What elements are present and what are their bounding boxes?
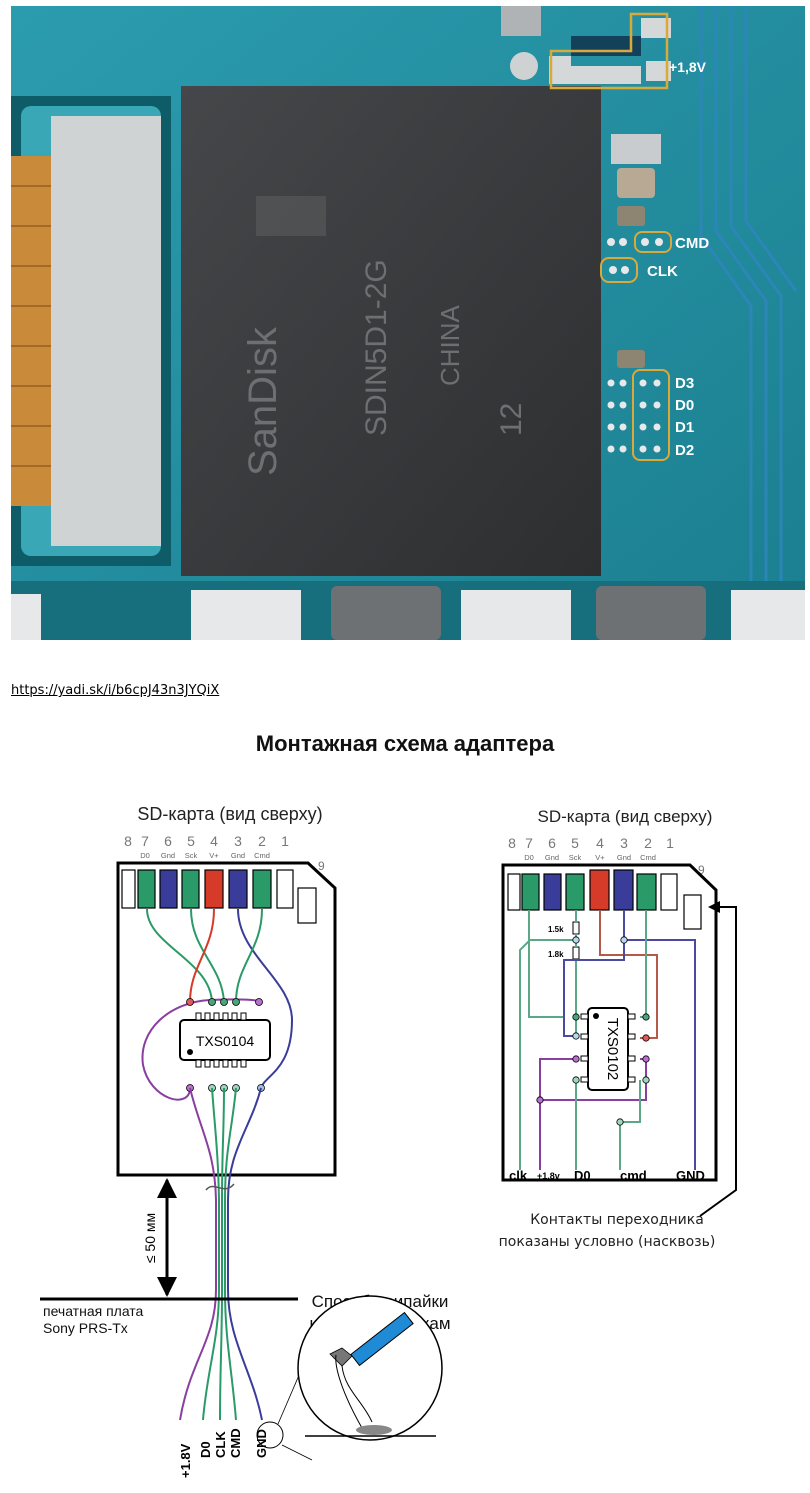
right-pin-name-sck: Sck [569, 853, 582, 862]
right-pin-name-d0: D0 [524, 853, 534, 862]
right-card-title: SD-карта (вид сверху) [538, 807, 713, 826]
solder-detail-magnifier [297, 1295, 443, 1441]
right-pin-num-1: 1 [666, 835, 674, 851]
left-pin-num-3: 3 [234, 833, 242, 849]
pad-label-d1: D1 [675, 419, 694, 436]
pad-label-cmd: CMD [675, 235, 709, 252]
right-pin-name-cmd: Cmd [640, 853, 656, 862]
wiring-diagrams: SD-карта (вид сверху) 8 7 6 5 4 3 2 1 D0… [0, 770, 810, 1489]
left-pin9: 9 [318, 859, 325, 873]
left-pin-name-cmd: Cmd [254, 851, 270, 860]
wire-label-cmd: CMD [228, 1428, 243, 1458]
page-title: Монтажная схема адаптера [255, 731, 555, 756]
right-pin-num-3: 3 [620, 835, 628, 851]
left-pin-name-sck: Sck [185, 851, 198, 860]
chip-origin: CHINA [435, 304, 465, 386]
right-pin-num-2: 2 [644, 835, 652, 851]
right-chip-label: TXS0102 [604, 1018, 621, 1081]
left-pin-num-1: 1 [281, 833, 289, 849]
left-pin-num-4: 4 [210, 833, 218, 849]
right-pin-num-6: 6 [548, 835, 556, 851]
left-pin-num-6: 6 [164, 833, 172, 849]
right-pin-num-5: 5 [571, 835, 579, 851]
download-link[interactable]: https://yadi.sk/i/b6cpJ43n3JYQiX [11, 683, 220, 698]
note-label-1: Контакты переходника [530, 1212, 704, 1228]
note-label-2: показаны условно (насквозь) [499, 1234, 716, 1250]
pcb-label-1: печатная плата [43, 1303, 144, 1319]
right-sd-card-outline [501, 863, 718, 1182]
right-label-gnd: GND [676, 1168, 705, 1183]
chip-brand: SanDisk [241, 326, 285, 476]
right-pin-num-4: 4 [596, 835, 604, 851]
left-pin-num-2: 2 [258, 833, 266, 849]
wire-label-clk: CLK [213, 1431, 228, 1458]
left-chip-label: TXS0104 [196, 1033, 255, 1049]
right-label-1v8: +1.8v [537, 1171, 560, 1181]
resistor-1-label: 1.5k [548, 925, 564, 934]
pcb-label-2: Sony PRS-Tx [43, 1320, 128, 1336]
left-pin-num-7: 7 [141, 833, 149, 849]
left-pin-num-8: 8 [124, 833, 132, 849]
distance-label: ≤ 50 мм [142, 1213, 158, 1263]
chip-model: SDIN5D1-2G [360, 259, 393, 436]
right-pin-name-vplus: V+ [595, 853, 605, 862]
pad-label-d0: D0 [675, 397, 694, 414]
pad-label-d3: D3 [675, 375, 694, 392]
right-label-d0: D0 [574, 1168, 591, 1183]
left-card-title: SD-карта (вид сверху) [137, 804, 322, 824]
chip-code: 12 [495, 403, 528, 436]
left-pin-name-gnd2: Gnd [231, 851, 245, 860]
left-pin-name-vplus: V+ [209, 851, 219, 860]
wire-label-1v8: +1.8V [178, 1443, 193, 1478]
right-diagram: SD-карта (вид сверху) 8 7 6 5 4 3 2 1 D0… [499, 807, 737, 1250]
pad-label-1v8: +1,8V [669, 59, 707, 75]
wire-label-gnd: GND [254, 1429, 269, 1458]
wire-label-d0: D0 [198, 1441, 213, 1458]
left-pin-name-d0: D0 [140, 851, 150, 860]
right-pin-name-gnd: Gnd [545, 853, 559, 862]
right-pin-name-gnd2: Gnd [617, 853, 631, 862]
right-pin9: 9 [698, 863, 705, 877]
right-label-cmd: cmd [620, 1168, 647, 1183]
right-label-clk: clk [509, 1168, 528, 1183]
right-pin-num-8: 8 [508, 835, 516, 851]
pad-label-clk: CLK [647, 263, 678, 280]
pad-label-d2: D2 [675, 442, 694, 459]
right-pin-num-7: 7 [525, 835, 533, 851]
right-chip-body [587, 1007, 629, 1091]
left-diagram: SD-карта (вид сверху) 8 7 6 5 4 3 2 1 D0… [40, 804, 451, 1478]
pcb-photo: SanDisk SDIN5D1-2G CHINA 12 +1,8V CMD CL… [11, 6, 805, 640]
left-sd-card-outline [116, 861, 337, 1177]
resistor-2-label: 1.8k [548, 950, 564, 959]
left-pin-num-5: 5 [187, 833, 195, 849]
left-pin-name-gnd: Gnd [161, 851, 175, 860]
